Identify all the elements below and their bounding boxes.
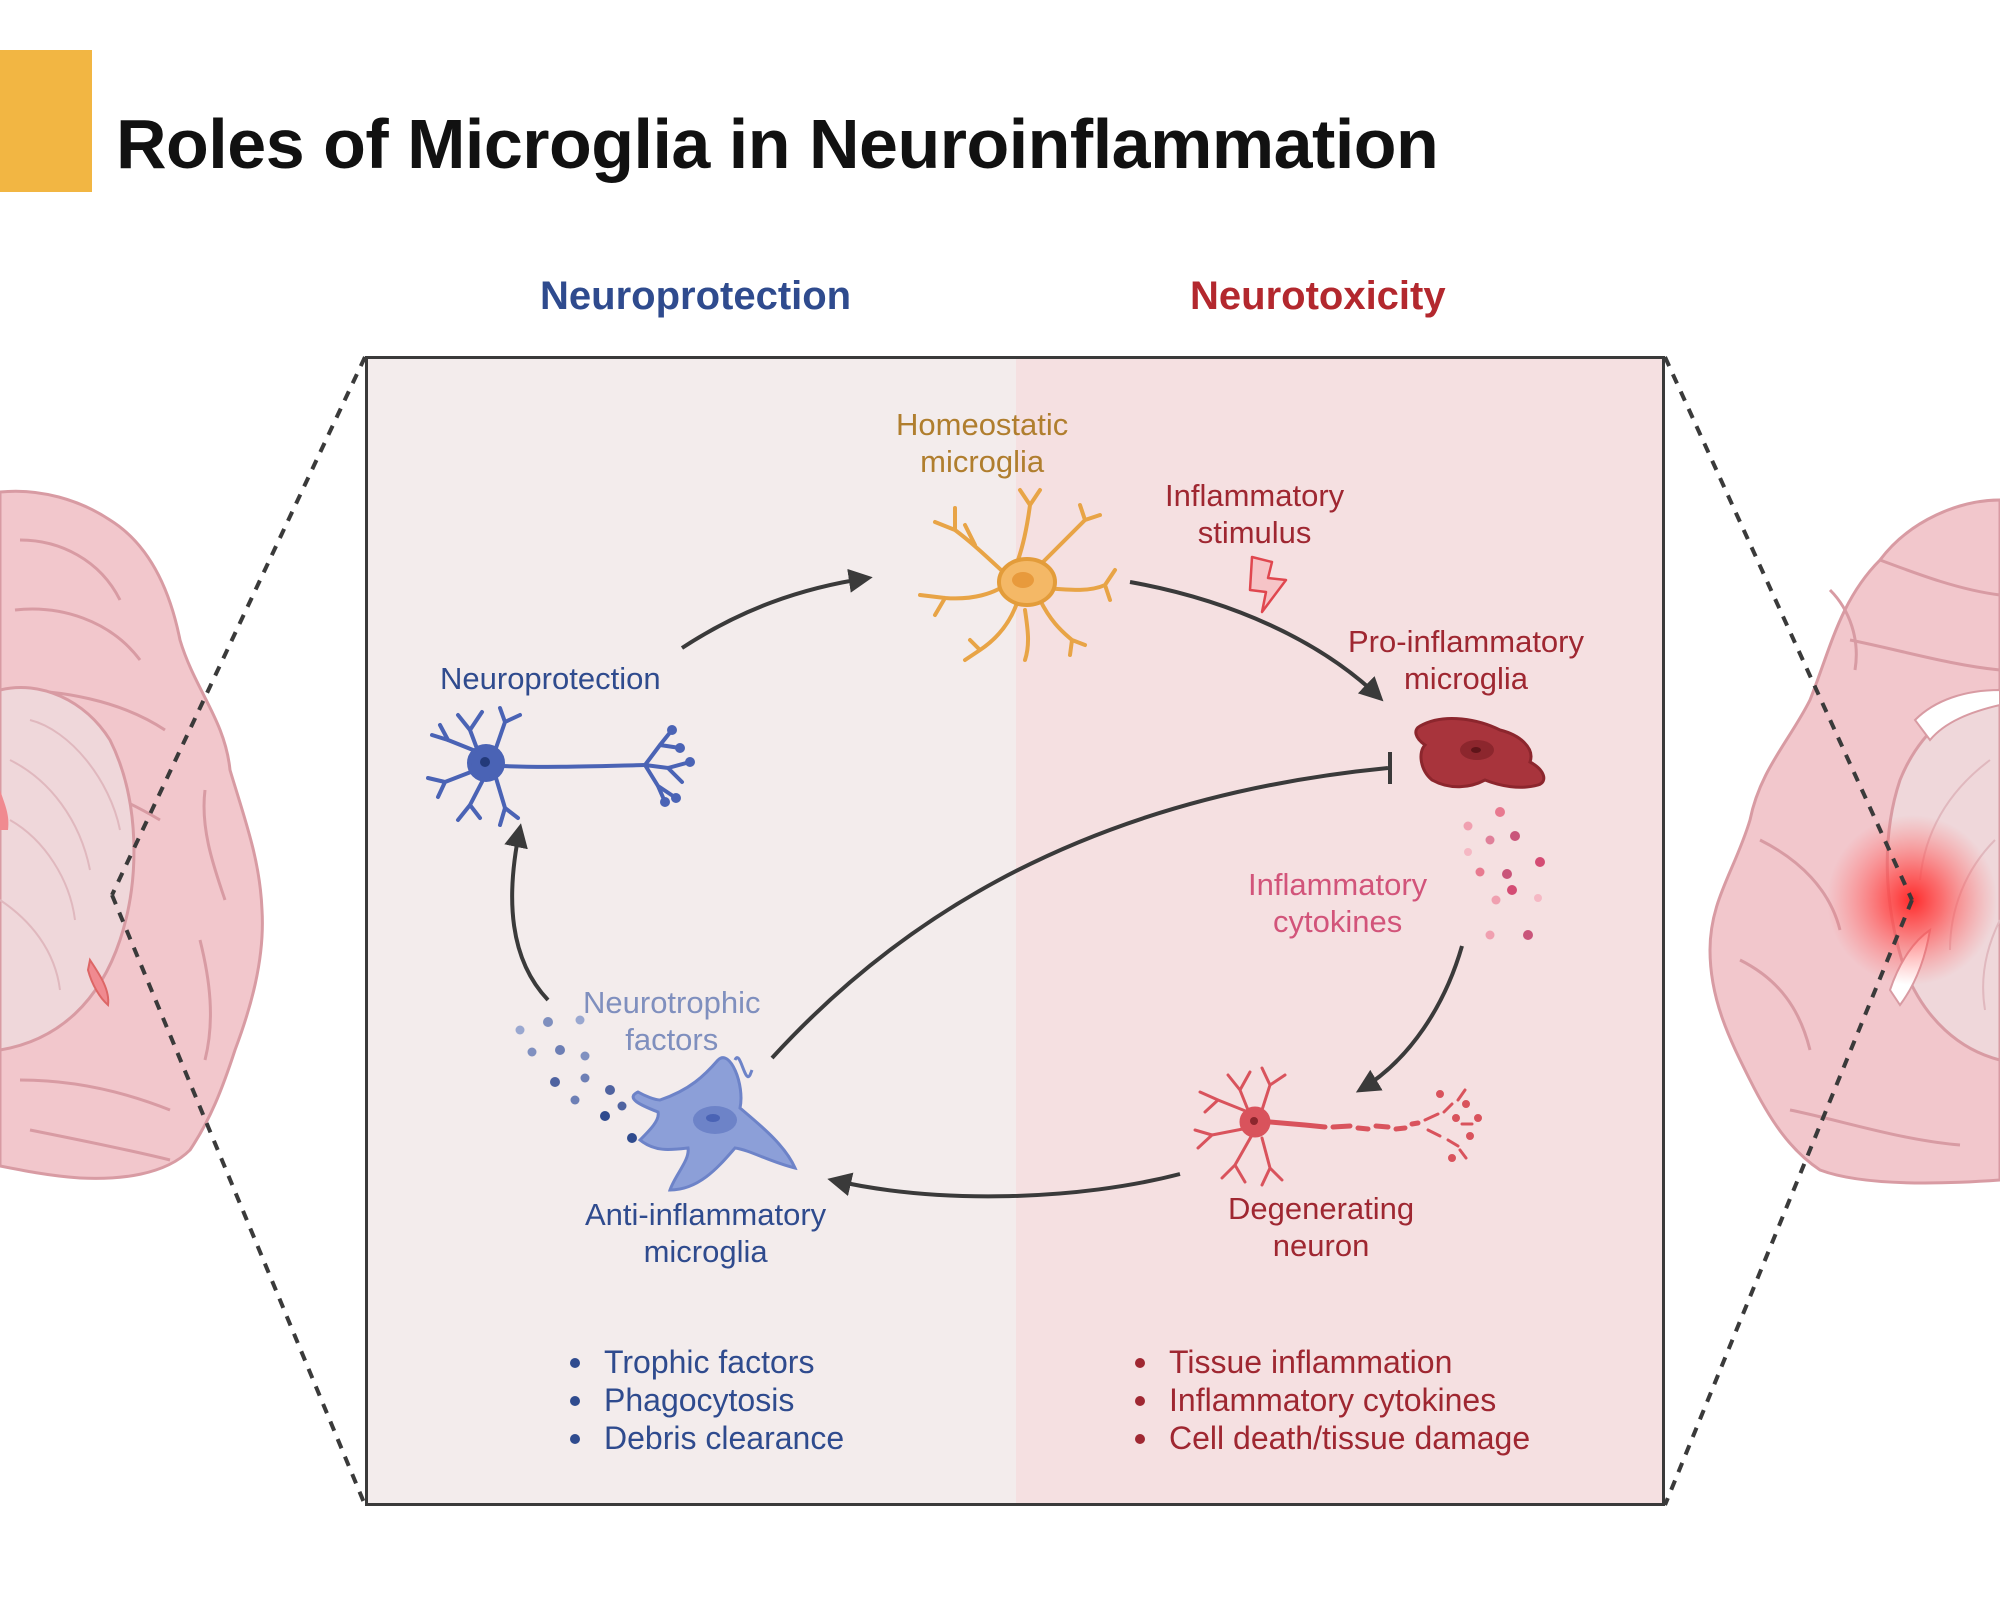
label-inflammatory-cytokines: Inflammatory cytokines	[1248, 867, 1428, 939]
list-item: Tissue inflammation	[1129, 1343, 1530, 1381]
neurotoxicity-list: Tissue inflammation Inflammatory cytokin…	[1129, 1343, 1530, 1457]
arrow-degenerating-to-anti-inflammatory	[827, 1172, 1181, 1199]
homeostatic-microglia-icon	[918, 488, 1117, 662]
title-accent-bar	[0, 50, 92, 192]
label-inflammatory-stimulus: Inflammatory stimulus	[1165, 478, 1345, 550]
list-item: Phagocytosis	[564, 1381, 844, 1419]
label-pro-inflammatory-microglia: Pro-inflammatory microglia	[1348, 624, 1584, 696]
degenerating-neuron-icon	[1193, 1066, 1482, 1187]
label-anti-inflammatory-microglia: Anti-inflammatory microglia	[585, 1197, 827, 1269]
arrow-anti-inflammatory-to-neuroprotection	[504, 823, 550, 1002]
zoom-connector-lines	[110, 356, 1914, 1506]
page-title: Roles of Microglia in Neuroinflammation	[116, 105, 1439, 183]
column-heading-neurotoxicity: Neurotoxicity	[1190, 274, 1446, 318]
neurotoxicity-panel	[1016, 359, 1662, 1503]
lightning-icon	[1248, 555, 1288, 614]
label-degenerating-neuron: Degenerating neuron	[1228, 1191, 1415, 1263]
arrow-homeostatic-to-pro-inflammatory	[1129, 580, 1384, 702]
list-item: Cell death/tissue damage	[1129, 1419, 1530, 1457]
neuron-icon	[426, 706, 695, 827]
inhibition-anti-to-pro-inflammatory	[770, 766, 1389, 1060]
pro-inflammatory-microglia-icon	[1414, 716, 1546, 789]
brain-left-icon	[0, 489, 264, 1180]
neuroprotection-panel	[368, 359, 1016, 1503]
list-item: Debris clearance	[564, 1419, 844, 1457]
neuroprotection-list: Trophic factors Phagocytosis Debris clea…	[564, 1343, 844, 1457]
column-heading-neuroprotection: Neuroprotection	[540, 274, 852, 318]
neurotrophic-dots-icon	[515, 1015, 637, 1143]
arrow-protection-to-homeostatic	[680, 568, 873, 650]
microglia-cycle-panel	[365, 356, 1665, 1506]
label-homeostatic-microglia: Homeostatic microglia	[896, 407, 1069, 479]
list-item: Trophic factors	[564, 1343, 844, 1381]
brain-right-icon	[1708, 498, 2000, 1185]
arrow-cytokines-to-degenerating	[1355, 945, 1464, 1093]
label-neuroprotection: Neuroprotection	[440, 661, 661, 696]
anti-inflammatory-microglia-icon	[631, 1056, 798, 1192]
label-neurotrophic-factors: Neurotrophic factors	[583, 985, 761, 1057]
cytokine-dots-icon	[1463, 807, 1545, 940]
list-item: Inflammatory cytokines	[1129, 1381, 1530, 1419]
